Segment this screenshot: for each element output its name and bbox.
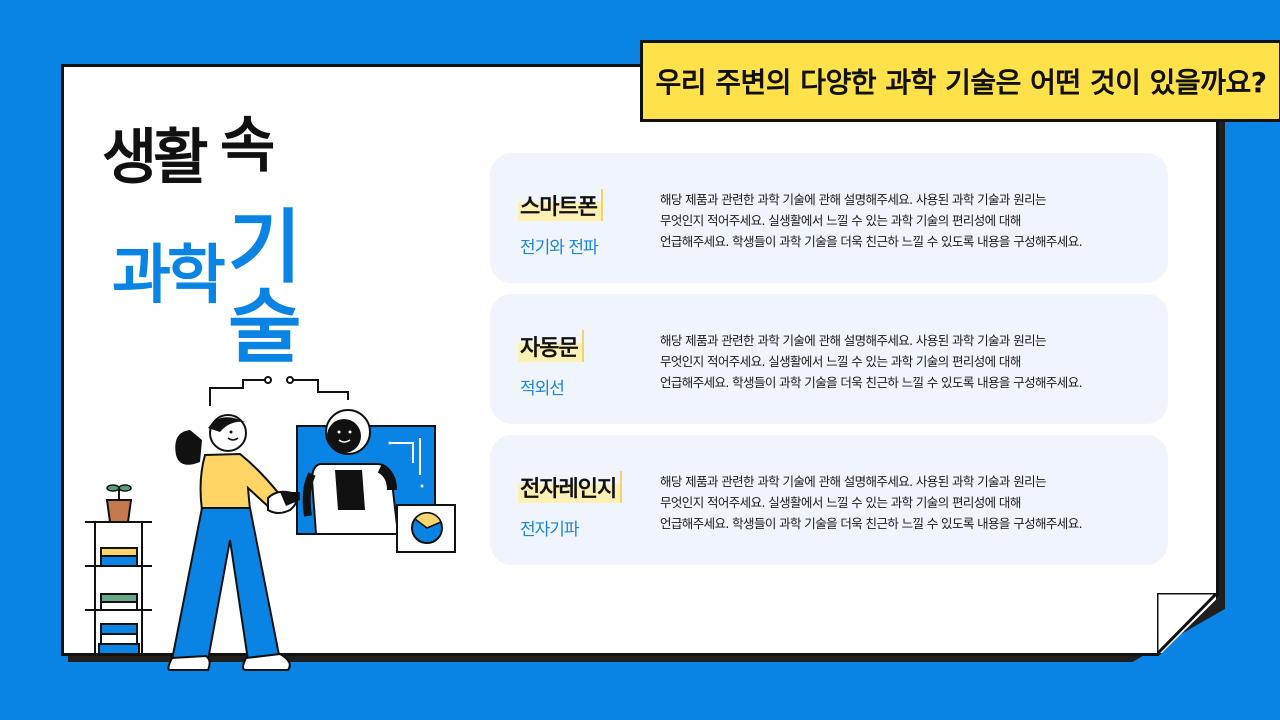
shelf-icon (85, 521, 152, 655)
desc-line: 해당 제품과 관련한 과학 기술에 관해 설명해주세요. 사용된 과학 기술과 … (660, 192, 1047, 207)
card-description: 해당 제품과 관련한 과학 기술에 관해 설명해주세요. 사용된 과학 기술과 … (660, 330, 1150, 393)
desc-line: 언급해주세요. 학생들이 과학 기술을 더욱 친근하 느낄 수 있도록 내용을 … (660, 234, 1083, 249)
question-banner: 우리 주변의 다양한 과학 기술은 어떤 것이 있을까요? (640, 40, 1280, 122)
desc-line: 무엇인지 적어주세요. 실생활에서 느낄 수 있는 과학 기술의 편리성에 대해 (660, 354, 1021, 369)
pie-chart-icon (396, 504, 456, 553)
card-subtitle: 전자기파 (520, 520, 580, 540)
tech-card: 스마트폰 전기와 전파 해당 제품과 관련한 과학 기술에 관해 설명해주세요.… (490, 153, 1168, 283)
title-word-life: 생활 (102, 123, 208, 193)
tech-card: 전자레인지 전자기파 해당 제품과 관련한 과학 기술에 관해 설명해주세요. … (490, 435, 1168, 565)
handshake-icon (267, 490, 300, 514)
woman-icon (167, 414, 291, 671)
card-title: 전자레인지 (518, 471, 623, 503)
plant-icon (105, 484, 133, 523)
page-title: 생활 속 과학 기술 (100, 116, 340, 368)
title-word-in: 속 (220, 111, 275, 181)
desc-line: 언급해주세요. 학생들이 과학 기술을 더욱 친근하 느낄 수 있도록 내용을 … (660, 375, 1083, 390)
circuit-icon (209, 376, 349, 406)
title-word-science: 과학 (112, 239, 226, 313)
card-title: 스마트폰 (518, 189, 603, 221)
title-word-tech: 기술 (228, 201, 302, 374)
tech-card-list: 스마트폰 전기와 전파 해당 제품과 관련한 과학 기술에 관해 설명해주세요.… (490, 153, 1168, 576)
page-fold-icon (1157, 593, 1217, 654)
desc-line: 언급해주세요. 학생들이 과학 기술을 더욱 친근하 느낄 수 있도록 내용을 … (660, 516, 1083, 531)
card-description: 해당 제품과 관련한 과학 기술에 관해 설명해주세요. 사용된 과학 기술과 … (660, 471, 1150, 534)
desc-line: 해당 제품과 관련한 과학 기술에 관해 설명해주세요. 사용된 과학 기술과 … (660, 474, 1047, 489)
tech-card: 자동문 적외선 해당 제품과 관련한 과학 기술에 관해 설명해주세요. 사용된… (490, 294, 1168, 424)
desc-line: 해당 제품과 관련한 과학 기술에 관해 설명해주세요. 사용된 과학 기술과 … (660, 333, 1047, 348)
desc-line: 무엇인지 적어주세요. 실생활에서 느낄 수 있는 과학 기술의 편리성에 대해 (660, 213, 1021, 228)
card-title: 자동문 (518, 330, 584, 362)
card-subtitle: 적외선 (520, 379, 565, 399)
desc-line: 무엇인지 적어주세요. 실생활에서 느낄 수 있는 과학 기술의 편리성에 대해 (660, 495, 1021, 510)
banner-text: 우리 주변의 다양한 과학 기술은 어떤 것이 있을까요? (655, 66, 1267, 99)
card-description: 해당 제품과 관련한 과학 기술에 관해 설명해주세요. 사용된 과학 기술과 … (660, 189, 1150, 252)
illustration-woman-robot-handshake (85, 376, 456, 671)
card-subtitle: 전기와 전파 (520, 238, 599, 258)
robot-icon (296, 409, 436, 535)
